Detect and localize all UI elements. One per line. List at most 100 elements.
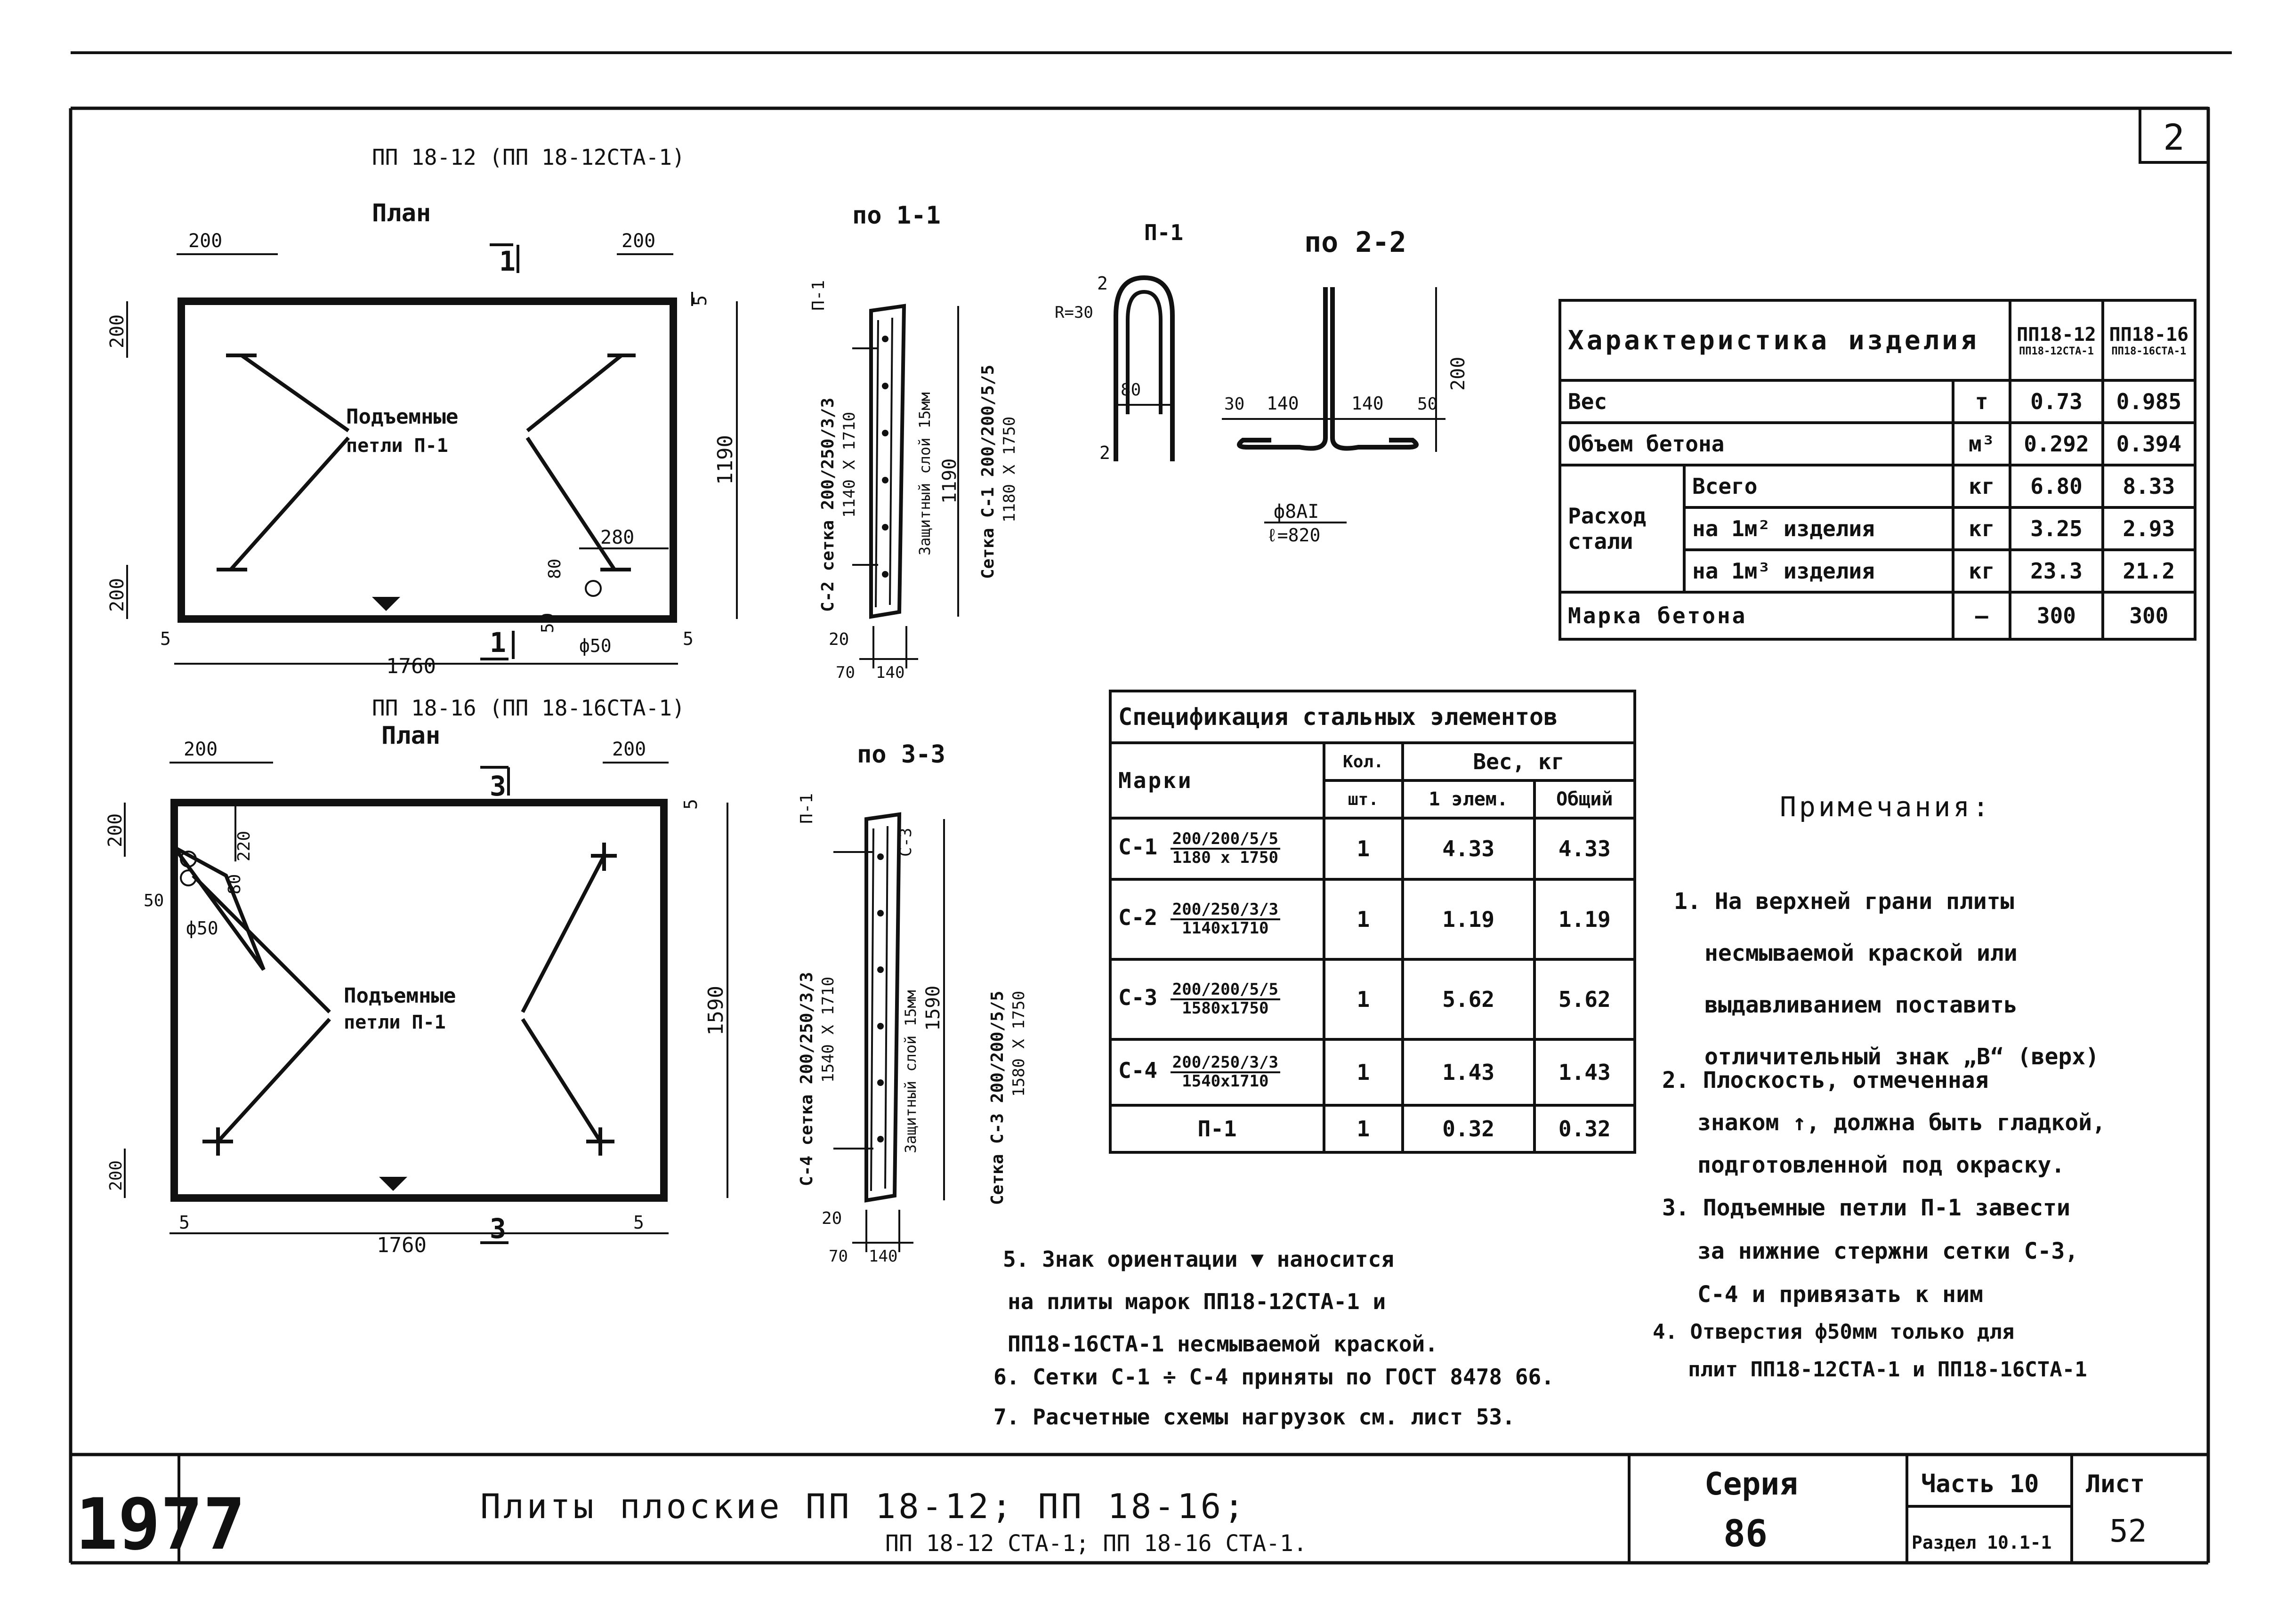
svg-text:R=30: R=30 [1055, 303, 1093, 322]
svg-text:1180 X 1750: 1180 X 1750 [1000, 417, 1019, 523]
spec-col-qty-unit: шт. [1323, 779, 1404, 820]
svg-text:200: 200 [105, 813, 126, 847]
row-weight-v2: 0.985 [2101, 379, 2197, 424]
svg-text:ПП 18-12 (ПП 18-12СТА-1): ПП 18-12 (ПП 18-12СТА-1) [372, 145, 685, 170]
svg-text:200: 200 [622, 230, 655, 252]
spec-col-weight: Вес, кг [1401, 741, 1637, 782]
row-weight-label: Вес [1558, 379, 1955, 424]
series-label: Серия [1704, 1466, 1798, 1502]
row-volume-label: Объем бетона [1558, 421, 1955, 466]
spec-one: 4.33 [1401, 817, 1536, 881]
svg-text:ф50: ф50 [186, 918, 218, 939]
row-volume-unit: м³ [1952, 421, 2012, 466]
spec-col-qty: Кол. [1323, 741, 1404, 782]
svg-text:5: 5 [680, 799, 701, 810]
steel-per-m3-v1: 23.3 [2009, 548, 2104, 594]
svg-text:20: 20 [822, 1209, 842, 1228]
steel-total-v2: 8.33 [2101, 464, 2197, 509]
svg-text:ПП 18-16 (ПП 18-16СТА-1): ПП 18-16 (ПП 18-16СТА-1) [372, 695, 685, 721]
svg-text:ф50: ф50 [579, 635, 612, 656]
svg-text:200: 200 [106, 578, 128, 612]
concrete-grade-v2: 300 [2101, 591, 2197, 641]
year-stamp: 1977 [75, 1484, 245, 1566]
svg-text:70: 70 [829, 1247, 848, 1266]
svg-text:по 2-2: по 2-2 [1304, 226, 1406, 259]
note-2: 2. Плоскость, отмеченная знаком ↑, должн… [1662, 1067, 2106, 1178]
col2-header: ПП18-16 ПП18-16СТА-1 [2101, 299, 2197, 382]
spec-col-total: Общий [1533, 779, 1637, 820]
row-volume-v2: 0.394 [2101, 421, 2197, 466]
svg-text:80: 80 [225, 874, 244, 894]
spec-total: 1.43 [1533, 1038, 1637, 1107]
svg-text:Сетка С-3 200/200/5/5: Сетка С-3 200/200/5/5 [988, 991, 1007, 1205]
svg-text:200: 200 [1447, 357, 1469, 391]
svg-text:План: План [381, 722, 440, 750]
sheet-frame [69, 106, 2210, 1565]
svg-text:по 3-3: по 3-3 [857, 740, 945, 769]
svg-text:20: 20 [829, 630, 849, 649]
steel-total-unit: кг [1952, 464, 2012, 509]
svg-text:50: 50 [538, 613, 557, 633]
steel-per-m3-v2: 21.2 [2101, 548, 2197, 594]
svg-text:петли П-1: петли П-1 [344, 1012, 446, 1033]
series-value: 86 [1723, 1513, 1768, 1555]
svg-text:50: 50 [1417, 394, 1437, 414]
svg-text:140: 140 [1267, 393, 1299, 414]
steel-per-m3-unit: кг [1952, 548, 2012, 594]
section-label: Раздел 10.1-1 [1912, 1532, 2051, 1553]
plan-pp18-16: ПП 18-16 (ПП 18-16СТА-1) План Подъемные … [105, 695, 728, 1257]
svg-text:140: 140 [869, 1247, 897, 1266]
svg-text:2: 2 [2163, 116, 2185, 158]
svg-text:30: 30 [1224, 394, 1244, 414]
spec-col-marks: Марки [1109, 741, 1325, 820]
loop-p1-detail: П-1 80 R=30 2 2 [1055, 220, 1183, 463]
svg-text:П-1: П-1 [797, 793, 816, 824]
concrete-grade-v1: 300 [2009, 591, 2104, 641]
spec-one: 1.19 [1401, 878, 1536, 961]
svg-text:280: 280 [600, 527, 634, 548]
svg-text:Защитный слой 15мм: Защитный слой 15мм [902, 990, 920, 1153]
steel-total-label: Всего [1682, 464, 1955, 509]
svg-text:ф8AI: ф8AI [1274, 501, 1319, 523]
spec-qty: 1 [1323, 1104, 1404, 1154]
svg-text:Сетка С-1 200/200/5/5: Сетка С-1 200/200/5/5 [978, 365, 998, 579]
part-label: Часть 10 [1921, 1470, 2039, 1498]
sheet-number-box: 2 [2139, 107, 2210, 164]
steel-label: Расход стали [1558, 464, 1686, 594]
svg-text:200: 200 [184, 739, 218, 760]
svg-text:ℓ=820: ℓ=820 [1267, 525, 1320, 546]
svg-text:С-2 сетка 200/250/3/3: С-2 сетка 200/250/3/3 [818, 398, 838, 612]
svg-text:5: 5 [160, 628, 171, 649]
svg-text:2: 2 [1097, 273, 1108, 294]
svg-text:3: 3 [490, 770, 506, 802]
svg-text:План: План [372, 199, 431, 227]
svg-text:80: 80 [1121, 380, 1141, 400]
spec-total: 0.32 [1533, 1104, 1637, 1154]
spec-one: 5.62 [1401, 958, 1536, 1041]
svg-text:50: 50 [144, 891, 164, 910]
svg-text:200: 200 [188, 230, 222, 252]
steel-per-m3-label: на 1м³ изделия [1682, 548, 1955, 594]
svg-text:80: 80 [545, 559, 565, 579]
steel-per-m2-unit: кг [1952, 506, 2012, 551]
svg-text:1: 1 [499, 245, 516, 277]
svg-text:П-1: П-1 [809, 280, 828, 311]
svg-text:140: 140 [876, 663, 904, 682]
svg-text:5: 5 [690, 295, 711, 306]
svg-text:5: 5 [633, 1212, 644, 1233]
section-1-1: по 1-1 П-1 С-2 сетка 200/250/3/3 1140 X … [809, 201, 1019, 682]
row-weight-unit: т [1952, 379, 2012, 424]
svg-text:1540 X 1710: 1540 X 1710 [819, 977, 838, 1083]
plan-pp18-12: ПП 18-12 (ПП 18-12СТА-1) План Подъемные … [106, 145, 738, 678]
row-weight-v1: 0.73 [2009, 379, 2104, 424]
section-2-2: по 2-2 30 140 140 50 200 ф8AI ℓ=820 [1222, 226, 1469, 546]
svg-text:140: 140 [1351, 393, 1384, 414]
svg-text:1760: 1760 [377, 1233, 427, 1257]
svg-text:70: 70 [836, 663, 855, 682]
